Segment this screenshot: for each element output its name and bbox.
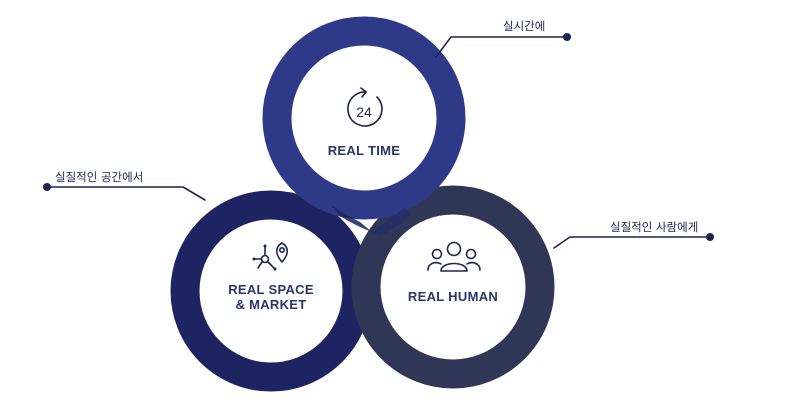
- location-network-icon: [252, 242, 289, 271]
- real-human-title: REAL HUMAN: [408, 289, 498, 304]
- real-time-title: REAL TIME: [328, 143, 401, 158]
- people-group-icon: [427, 241, 481, 272]
- clock-24-label: 24: [356, 104, 372, 120]
- real-space-title-line2: & MARKET: [235, 297, 306, 312]
- ring-real-human: [351, 185, 555, 389]
- callout-human-label: 실질적인 사람에게: [610, 220, 698, 234]
- overlap-time-human: [372, 208, 412, 236]
- real-space-title-line1: REAL SPACE: [228, 282, 314, 297]
- callout-time: 실시간에: [435, 19, 571, 58]
- callout-space: 실질적인 공간에서: [43, 170, 206, 201]
- callout-dot: [706, 233, 714, 241]
- callout-dot: [43, 183, 51, 191]
- clock-24-icon: 24: [347, 87, 383, 127]
- ring-real-time: [262, 16, 466, 220]
- callout-dot: [563, 33, 571, 41]
- callout-space-label: 실질적인 공간에서: [55, 170, 143, 184]
- callout-time-label: 실시간에: [503, 19, 545, 33]
- callout-human: 실질적인 사람에게: [553, 220, 714, 249]
- overlap-time-space: [331, 205, 372, 232]
